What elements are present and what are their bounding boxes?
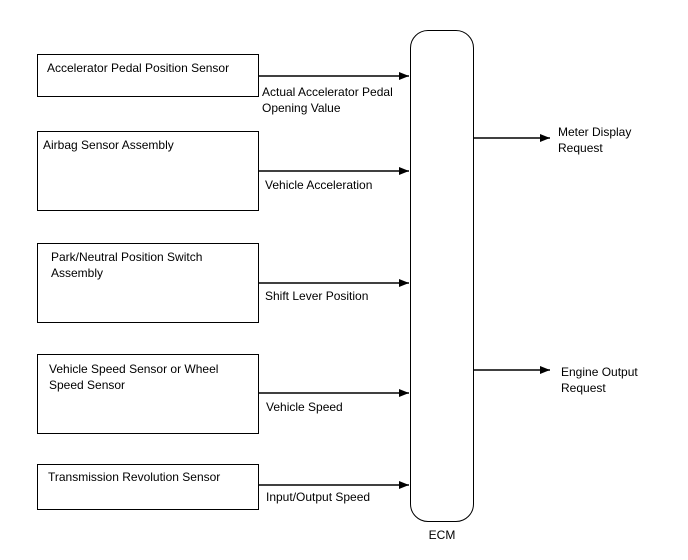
sensor-box-transmission-revolution: Transmission Revolution Sensor: [37, 464, 259, 510]
sensor-box-accelerator-pedal: Accelerator Pedal Position Sensor: [37, 54, 259, 97]
signal-label-shift-lever-position: Shift Lever Position: [265, 289, 369, 303]
ecm-label: ECM: [428, 528, 456, 542]
signal-label-accelerator-opening: Actual Accelerator Pedal Opening Value: [262, 85, 393, 115]
output-label-engine-output-request: Engine Output Request: [561, 365, 638, 395]
output-label-meter-display-request: Meter Display Request: [558, 125, 632, 155]
sensor-label: Park/Neutral Position Switch Assembly: [51, 250, 203, 280]
sensor-box-vehicle-speed: Vehicle Speed Sensor or Wheel Speed Sens…: [37, 354, 259, 434]
sensor-box-park-neutral: Park/Neutral Position Switch Assembly: [37, 243, 259, 323]
sensor-label: Accelerator Pedal Position Sensor: [47, 61, 230, 75]
sensor-label: Transmission Revolution Sensor: [48, 470, 221, 484]
sensor-label: Vehicle Speed Sensor or Wheel Speed Sens…: [49, 362, 219, 392]
signal-label-vehicle-acceleration: Vehicle Acceleration: [265, 178, 373, 192]
sensor-box-airbag: Airbag Sensor Assembly: [37, 131, 259, 211]
sensor-label: Airbag Sensor Assembly: [43, 138, 174, 152]
ecm-block: [410, 30, 474, 522]
signal-label-vehicle-speed: Vehicle Speed: [266, 400, 343, 414]
signal-label-input-output-speed: Input/Output Speed: [266, 490, 371, 504]
